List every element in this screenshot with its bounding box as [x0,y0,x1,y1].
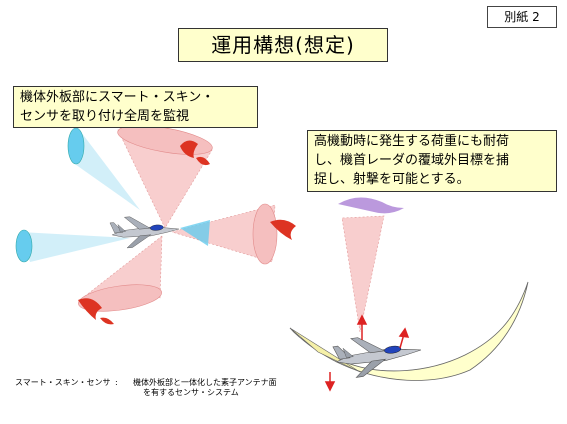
target-purple [338,197,404,214]
target-right [270,219,296,240]
beam-fan-right [170,203,278,265]
target-lower [78,298,114,325]
note-right-line-1: 高機動時に発生する荷重にも耐荷 [314,134,510,149]
footnote-term: スマート・スキン・センサ [15,378,111,387]
beam-cyan-right [180,220,210,246]
left-scene [15,125,296,325]
load-arrows [324,314,410,392]
note-all-round-monitoring: 機体外板部にスマート・スキン・ センサを取り付け全周を監視 [13,86,258,128]
footnote-definition-line-1: 機体外板部と一体化した素子アンテナ面 [133,378,277,387]
beam-cyan-upper-left [67,127,140,210]
note-high-g-maneuver: 高機動時に発生する荷重にも耐荷 し、機首レーダの覆域外目標を捕 捉し、射撃を可能… [307,130,557,192]
note-left-line-1: 機体外板部にスマート・スキン・ [20,90,215,105]
beam-fan-upper [117,125,213,229]
beam-upward [341,215,385,333]
footnote-definition-line-2: を有するセンサ・システム [143,388,239,397]
beam-cyan-left [15,229,130,263]
attachment-label: 別紙 2 [487,6,557,28]
maneuver-trajectory [289,281,529,381]
page-title: 運用構想(想定) [178,28,388,62]
footnote-separator: : [115,378,118,387]
right-scene [289,197,529,392]
note-right-line-2: し、機首レーダの覆域外目標を捕 [314,153,510,168]
target-upper [180,140,210,166]
note-left-line-2: センサを取り付け全周を監視 [20,109,190,124]
note-right-line-3: 捉し、射撃を可能とする。 [314,172,470,187]
